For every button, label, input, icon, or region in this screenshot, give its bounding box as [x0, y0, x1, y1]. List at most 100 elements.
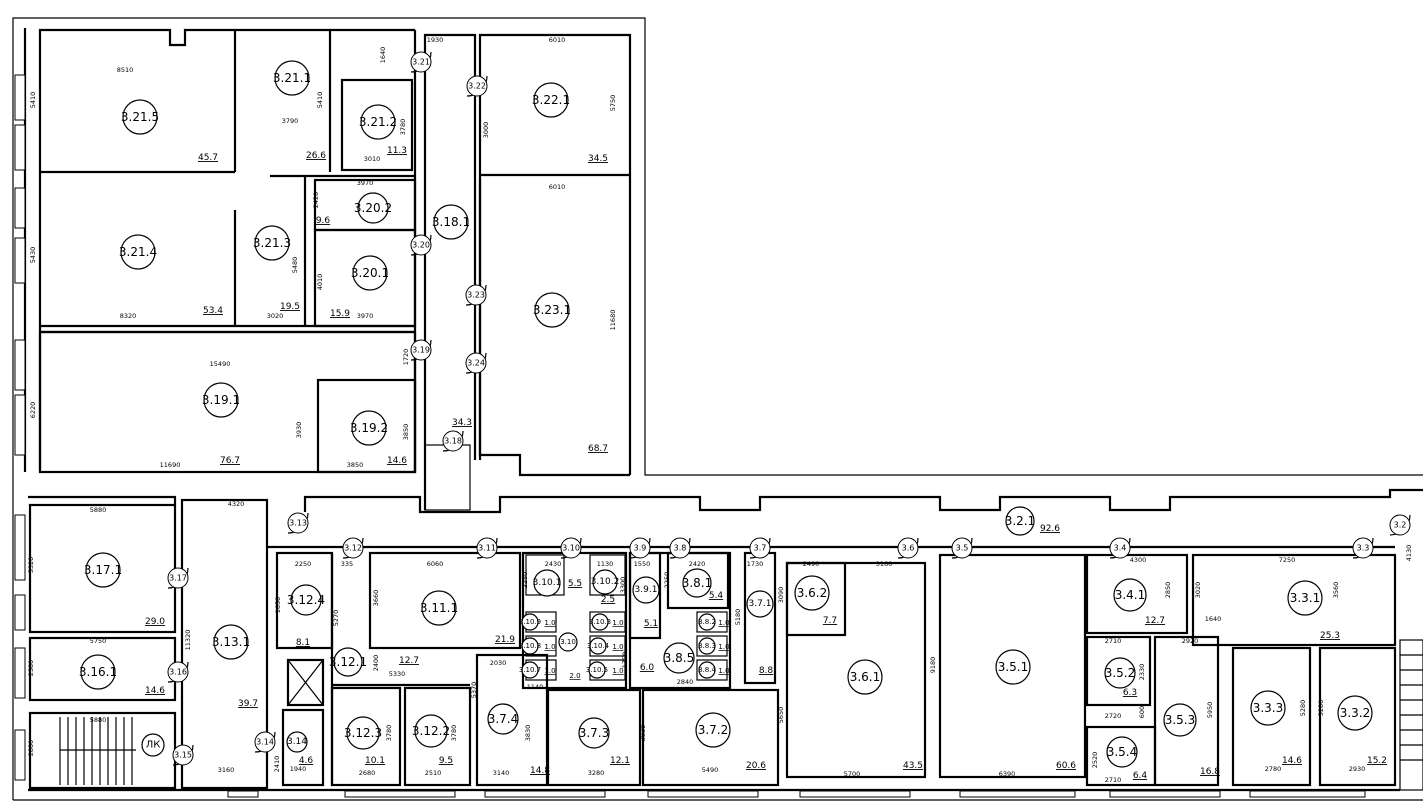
room-label-circle: [698, 661, 716, 679]
dimension-label: 3140: [493, 769, 510, 777]
dimension-label: 2430: [545, 560, 562, 568]
dimension-label: 2030: [490, 659, 507, 667]
room-area: 1.0: [544, 667, 555, 675]
door-tag-3-13: 3.13: [287, 512, 309, 534]
door-tag-circle: [465, 352, 487, 374]
dimension-label: 3790: [282, 117, 299, 125]
dimension-label: 3090: [777, 587, 785, 604]
room-label-circle: [847, 659, 883, 695]
dimension-label: 2710: [1105, 776, 1122, 784]
door-tag-circle: [410, 339, 432, 361]
room-label-circle: [274, 60, 310, 96]
room-3-8-1: 3.8.1: [682, 568, 712, 598]
room-label-circle: [352, 255, 388, 291]
dimension-label: 5750: [609, 95, 617, 112]
door-tag-circle: [560, 537, 582, 559]
dimension-label: 9180: [929, 657, 937, 674]
dimension-label: 3020: [1194, 582, 1202, 599]
room-area: 1.0: [544, 643, 555, 651]
room-number: 3.7.4: [488, 712, 519, 726]
room-3-4-1: 3.4.1: [1113, 578, 1147, 612]
room-3-13-1: 3.13.1: [212, 624, 250, 660]
door-tag-circle: [466, 75, 488, 97]
door-tag-3-10: 3.10: [560, 537, 582, 559]
room-label-circle: [1250, 690, 1286, 726]
room-area: 25.3: [1320, 631, 1340, 641]
room-number: 3.7.3: [579, 726, 610, 740]
door-tag-3-17: 3.17: [167, 567, 189, 589]
room-label-circle: [663, 642, 695, 674]
door-number: 3.17: [169, 574, 187, 583]
room-area: 68.7: [588, 444, 608, 454]
dimension-label: 1940: [290, 765, 307, 773]
room-3-14: 3.14: [286, 731, 308, 753]
room-number: 3.16.1: [79, 665, 117, 679]
room-label-circle: [421, 590, 457, 626]
door-tag-circle: [749, 537, 771, 559]
room-area: 43.5: [903, 761, 923, 771]
dimension-label: 6010: [549, 183, 566, 191]
door-tag-circle: [287, 512, 309, 534]
room-3-3-1: 3.3.1: [1287, 580, 1323, 616]
dimension-label: 1730: [747, 560, 764, 568]
room-area: 10.1: [365, 756, 385, 766]
door-tag-circle: [167, 661, 189, 683]
door-tag-3-12: 3.12: [342, 537, 364, 559]
room-area: 12.7: [399, 656, 419, 666]
room-3-22-1: 3.22.1: [532, 82, 570, 118]
room-label-circle: [521, 637, 539, 655]
dimension-label: 3280: [588, 769, 605, 777]
room-label-circle: [794, 575, 830, 611]
dimension-label: 1550: [634, 560, 651, 568]
room-number: 3.17.1: [84, 563, 122, 577]
room-label-circle: [120, 234, 156, 270]
room-number: 3.21.2: [359, 115, 397, 129]
dimension-label: 2250: [295, 560, 312, 568]
room-area: 1.0: [612, 667, 623, 675]
dimension-label: 2720: [1105, 712, 1122, 720]
room-3-11-1: 3.11.1: [420, 590, 458, 626]
dimension-label: 5320: [27, 557, 35, 574]
room-area: 9.6: [316, 216, 331, 226]
door-tag-3-14: 3.14: [254, 731, 276, 753]
dimension-label: 5700: [844, 770, 861, 778]
dimension-label: 11320: [184, 630, 192, 651]
room-number: 3.11.1: [420, 601, 458, 615]
door-tag-3-4: 3.4: [1109, 537, 1131, 559]
door-number: 3.10: [562, 544, 580, 553]
dimension-label: 2780: [1265, 765, 1282, 773]
room-3-10-1: 3.10.1: [533, 569, 561, 597]
room-labels: 3.21.53.21.13.21.23.21.43.21.33.20.23.20…: [79, 60, 1373, 768]
door-tag-3-7: 3.7: [749, 537, 771, 559]
dimension-label: 1750: [621, 652, 629, 669]
door-tag-circle: [1109, 537, 1131, 559]
room-3-12-1: 3.12.1: [329, 647, 367, 677]
dimension-label: 2580: [27, 660, 35, 677]
door-number: 3.20: [412, 241, 430, 250]
room-3-10: 3.10: [558, 632, 578, 652]
dimension-label: 5410: [29, 92, 37, 109]
dimension-label: 3160: [876, 560, 893, 568]
room-number: 3.3.2: [1340, 706, 1371, 720]
room-number: 3.21.5: [121, 110, 159, 124]
room-number: 3.10.9: [519, 618, 541, 626]
room-3-17-1: 3.17.1: [84, 552, 122, 588]
door-tag-circle: [172, 744, 194, 766]
room-3-5-1: 3.5.1: [995, 649, 1031, 685]
room-number: 3.10.3: [589, 618, 611, 626]
door-tag-circle: [442, 430, 464, 452]
dimension-label: 1140: [527, 683, 544, 691]
room-number: 3.13.1: [212, 635, 250, 649]
room-area: 19.5: [280, 302, 300, 312]
room-3-6-2: 3.6.2: [794, 575, 830, 611]
room-number: 3.18.1: [432, 215, 470, 229]
dimension-label: 5280: [1299, 700, 1307, 717]
room-number: 3.21.1: [273, 71, 311, 85]
room-area: 9.5: [439, 756, 453, 766]
room-label-circle: [592, 569, 618, 595]
room-label-circle: [533, 82, 569, 118]
dimension-label: 2490: [803, 560, 820, 568]
room-number: 3.6.1: [850, 670, 881, 684]
room-label-circle: [1163, 703, 1197, 737]
